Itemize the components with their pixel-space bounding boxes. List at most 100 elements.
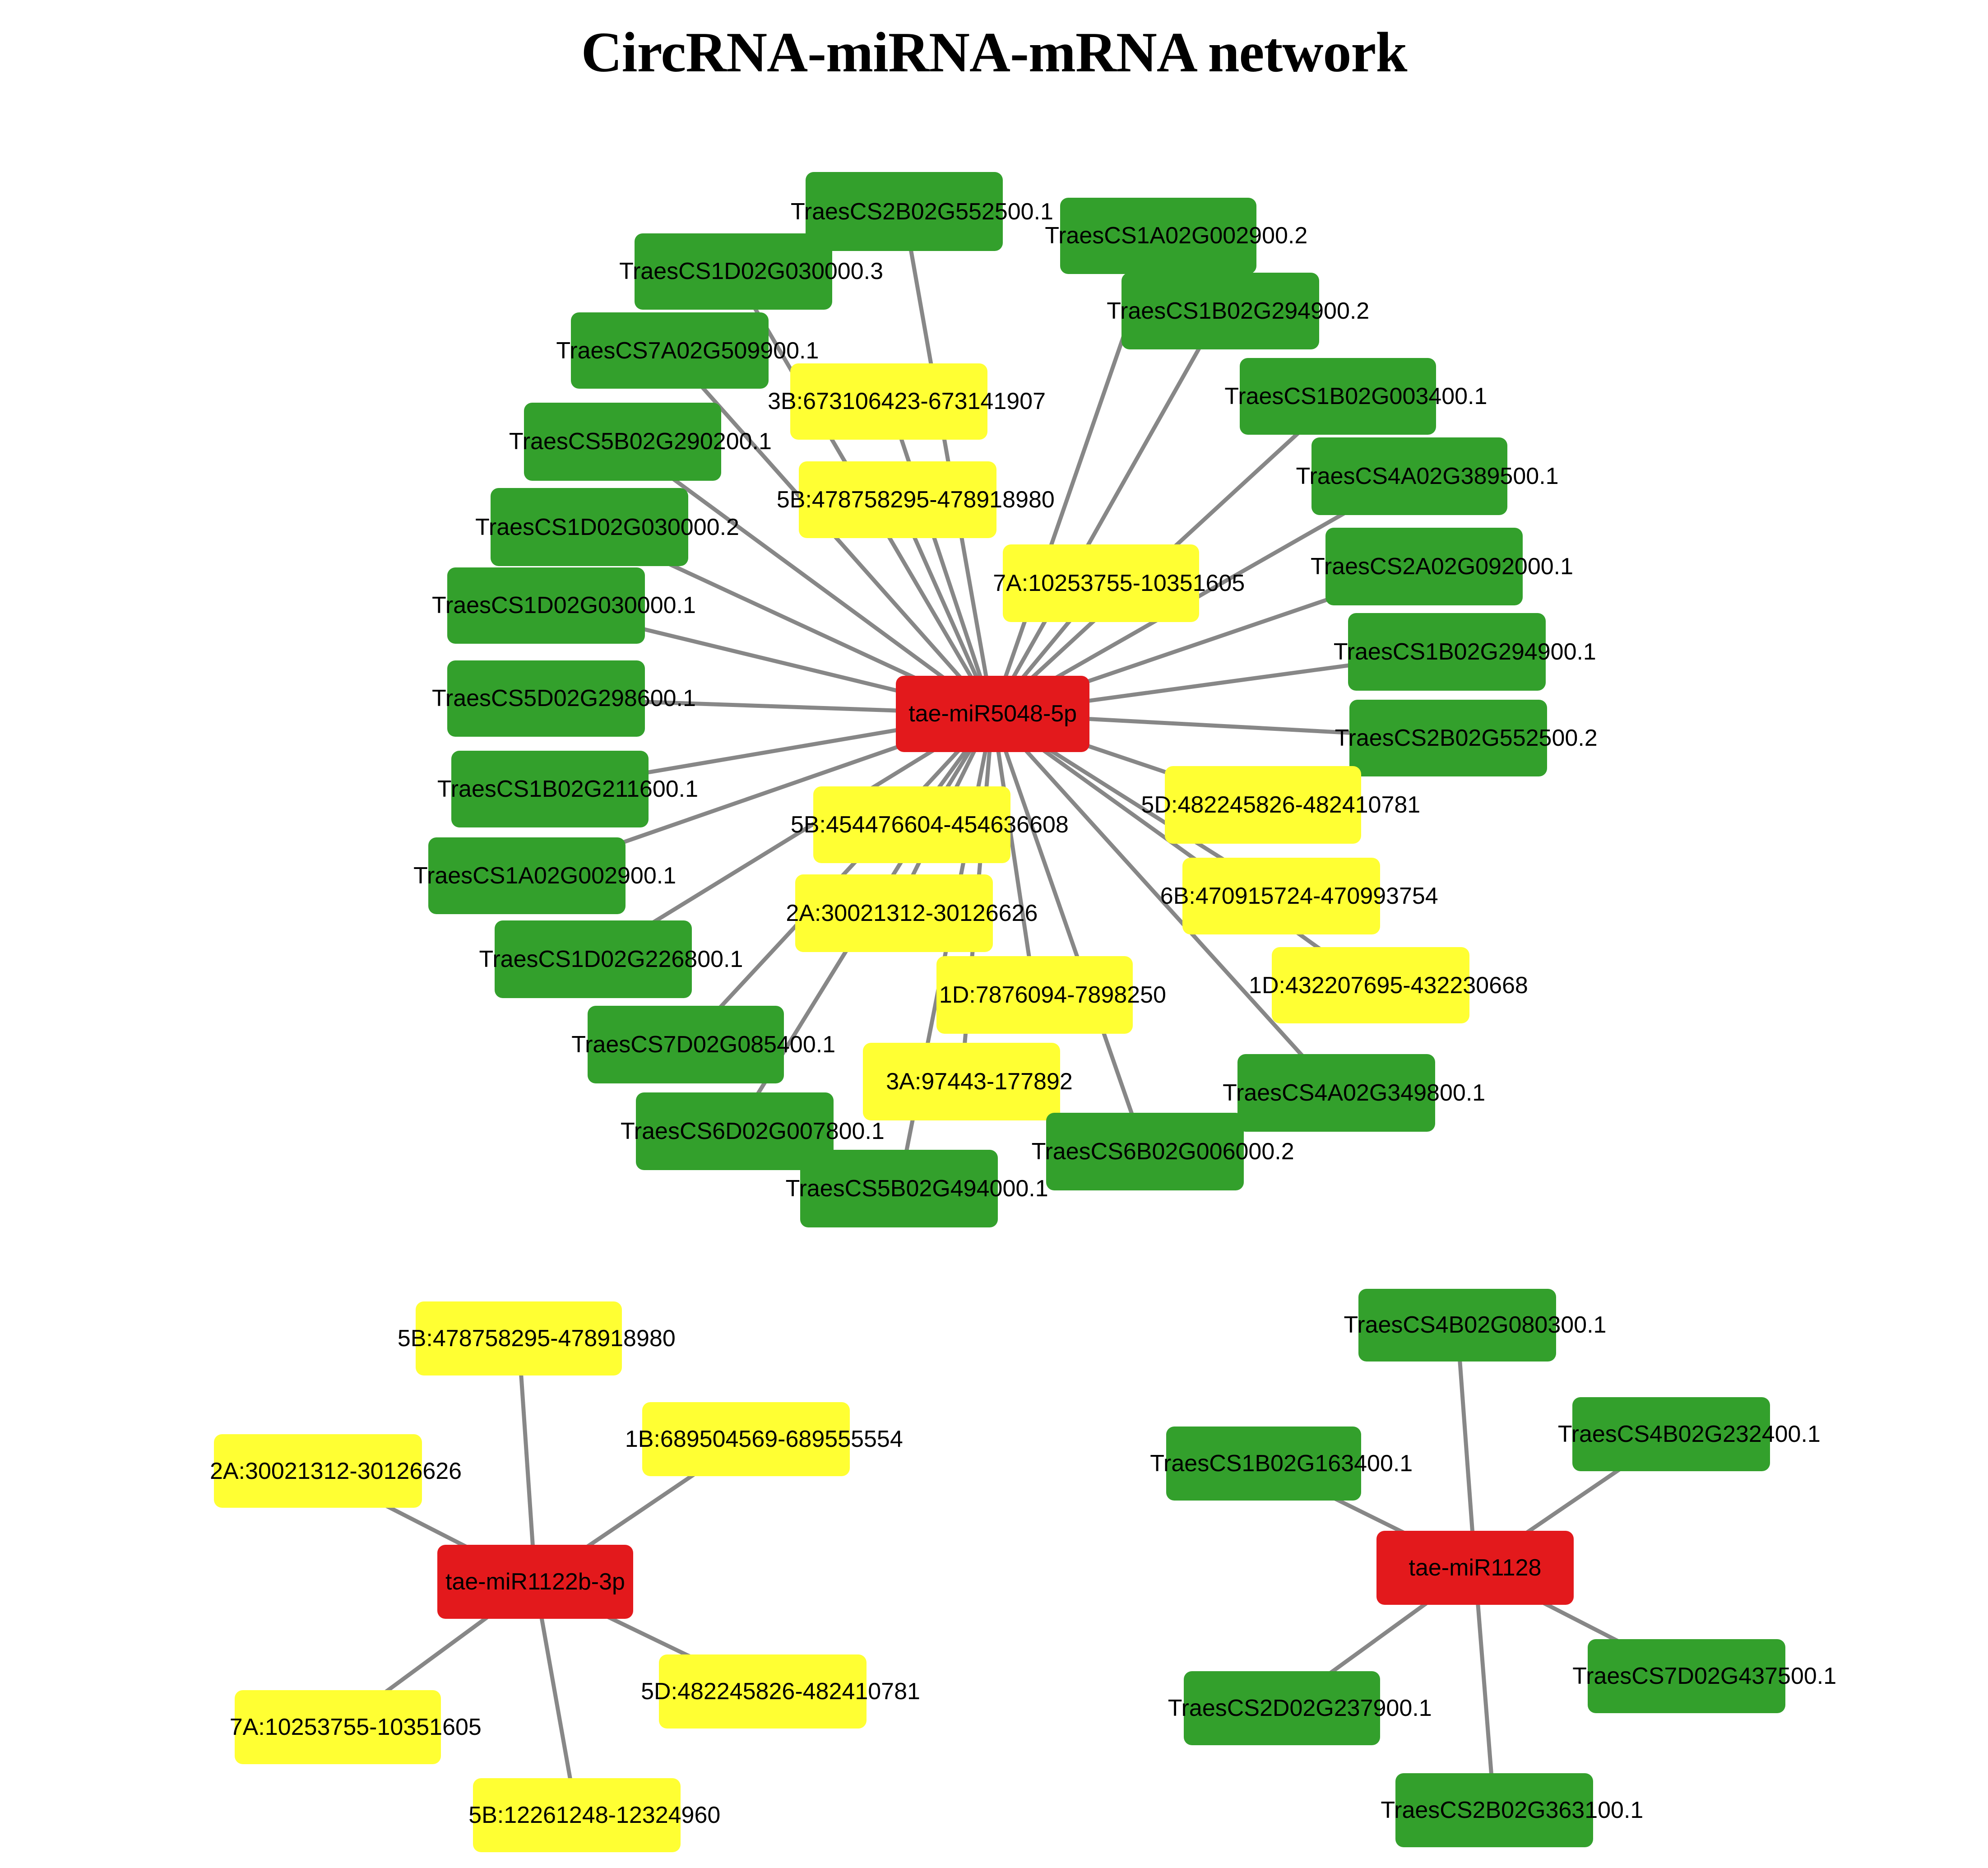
node-label: TraesCS4B02G232400.1: [1557, 1421, 1821, 1447]
node-label: 1D:7876094-7898250: [939, 981, 1166, 1008]
mrna-node-traescs4a02g389500-1[interactable]: [1311, 437, 1508, 515]
node-label: TraesCS2B02G552500.1: [790, 198, 1053, 225]
node-label: TraesCS5B02G290200.1: [509, 428, 772, 455]
mrna-node-traescs1b02g294900-2[interactable]: [1121, 273, 1319, 349]
circrna-node-3a-97443-177892[interactable]: [862, 1042, 1061, 1121]
node-label: 1D:432207695-432230668: [1249, 972, 1528, 999]
node-label: 7A:10253755-10351605: [229, 1714, 482, 1741]
edge-tae-mir5048-5p-traescs4a02g349800-1: [991, 712, 1338, 1095]
mrna-node-traescs7d02g437500-1[interactable]: [1588, 1639, 1786, 1714]
node-label: 2A:30021312-30126626: [210, 1458, 462, 1484]
mrna-node-traescs4a02g349800-1[interactable]: [1237, 1054, 1435, 1132]
mirna-hub-node-tae-mir1128[interactable]: [1376, 1531, 1574, 1605]
mrna-node-traescs1b02g003400-1[interactable]: [1240, 358, 1437, 435]
node-label: 5B:12261248-12324960: [468, 1802, 721, 1828]
node-label: TraesCS7D02G085400.1: [571, 1032, 836, 1058]
edge-tae-mir5048-5p-traescs4a02g389500-1: [992, 474, 1411, 716]
circrna-node-5b-454476604-454636608[interactable]: [813, 786, 1011, 863]
circrna-node-1d-432207695-432230668[interactable]: [1272, 947, 1469, 1024]
mrna-node-traescs1b02g294900-1[interactable]: [1348, 613, 1546, 691]
circrna-node-5b-12261248-12324960[interactable]: [473, 1778, 681, 1852]
page-title: CircRNA-miRNA-mRNA network: [581, 21, 1408, 84]
mrna-node-traescs1a02g002900-1[interactable]: [428, 837, 626, 914]
node-label: tae-miR5048-5p: [908, 701, 1077, 727]
node-label: 2A:30021312-30126626: [786, 900, 1038, 927]
node-label: TraesCS1B02G294900.2: [1107, 297, 1370, 324]
node-label: 3A:97443-177892: [886, 1068, 1073, 1095]
node-label: TraesCS4A02G349800.1: [1223, 1080, 1486, 1106]
mrna-node-traescs2d02g237900-1[interactable]: [1184, 1671, 1381, 1745]
node-label: TraesCS5D02G298600.1: [432, 685, 696, 712]
circrna-node-1b-689504569-689555554[interactable]: [642, 1402, 850, 1476]
edge-tae-mir5048-5p-traescs1d02g226800-1: [592, 712, 994, 961]
mrna-node-traescs2b02g363100-1[interactable]: [1395, 1773, 1593, 1847]
node-label: TraesCS2D02G237900.1: [1168, 1695, 1432, 1721]
node-label: TraesCS2B02G363100.1: [1381, 1797, 1644, 1823]
mirna-hub-node-tae-mir1122b-3p[interactable]: [437, 1545, 634, 1619]
circrna-node-1d-7876094-7898250[interactable]: [936, 956, 1133, 1034]
circrna-node-5b-478758295-478918980[interactable]: [799, 461, 997, 538]
mrna-node-traescs7d02g085400-1[interactable]: [587, 1005, 784, 1084]
circrna-node-5d-482245826-482410781[interactable]: [658, 1654, 867, 1729]
circrna-node-6b-470915724-470993754[interactable]: [1182, 858, 1381, 934]
mrna-node-traescs5d02g298600-1[interactable]: [447, 660, 645, 737]
mrna-node-traescs5b02g494000-1[interactable]: [800, 1149, 998, 1228]
node-label: TraesCS1A02G002900.2: [1045, 223, 1308, 249]
mrna-node-traescs6b02g006000-2[interactable]: [1046, 1113, 1244, 1191]
node-label: TraesCS1B02G211600.1: [437, 776, 699, 802]
node-label: TraesCS1D02G030000.2: [475, 514, 739, 540]
mrna-node-traescs7a02g509900-1[interactable]: [571, 312, 769, 389]
circrna-node-7a-10253755-10351605[interactable]: [1003, 544, 1200, 622]
node-label: TraesCS4A02G389500.1: [1296, 463, 1559, 489]
edge-tae-mir5048-5p-1d-432207695-432230668: [992, 712, 1372, 987]
mrna-node-traescs4b02g232400-1[interactable]: [1572, 1397, 1770, 1471]
node-label: 5D:482245826-482410781: [1141, 792, 1421, 818]
mrna-node-traescs1b02g211600-1[interactable]: [451, 751, 649, 827]
node-label: 7A:10253755-10351605: [993, 570, 1245, 596]
node-label: 5B:454476604-454636608: [790, 811, 1069, 838]
node-label: 5D:482245826-482410781: [641, 1678, 920, 1705]
node-label: TraesCS6B02G006000.2: [1031, 1138, 1294, 1165]
edge-tae-mir5048-5p-3b-673106423-673141907: [887, 401, 995, 715]
node-label: TraesCS1B02G163400.1: [1150, 1450, 1413, 1477]
edge-tae-mir1122b-3p-5b-478758295-478918980: [516, 1338, 538, 1582]
edge-tae-mir1122b-3p-5b-12261248-12324960: [533, 1581, 579, 1816]
node-label: TraesCS6D02G007800.1: [620, 1118, 885, 1145]
edge-tae-mir1128-traescs2b02g363100-1: [1473, 1567, 1497, 1811]
node-label: TraesCS7D02G437500.1: [1572, 1663, 1837, 1690]
mrna-node-traescs5b02g290200-1[interactable]: [524, 403, 722, 481]
node-label: TraesCS4B02G080300.1: [1344, 1312, 1607, 1338]
node-label: tae-miR1122b-3p: [445, 1569, 625, 1595]
mrna-node-traescs1d02g030000-3[interactable]: [635, 233, 832, 310]
circrna-node-3b-673106423-673141907[interactable]: [790, 363, 988, 440]
node-label: 1B:689504569-689555554: [625, 1426, 903, 1452]
edge-tae-mir5048-5p-traescs6b02g006000-2: [991, 713, 1147, 1152]
mrna-node-traescs1d02g226800-1[interactable]: [494, 920, 692, 998]
mrna-node-traescs4b02g080300-1[interactable]: [1358, 1288, 1556, 1362]
circrna-node-5d-482245826-482410781[interactable]: [1164, 766, 1361, 844]
node-label: TraesCS1D02G030000.1: [432, 592, 696, 619]
node-label: tae-miR1128: [1409, 1555, 1542, 1581]
node-label: TraesCS1B02G003400.1: [1224, 383, 1488, 410]
mrna-node-traescs1d02g030000-2[interactable]: [491, 488, 688, 566]
circrna-node-2a-30021312-30126626[interactable]: [214, 1434, 422, 1508]
node-label: 6B:470915724-470993754: [1160, 883, 1438, 910]
node-label: TraesCS2A02G092000.1: [1311, 553, 1574, 580]
node-label: TraesCS1A02G002900.1: [413, 862, 677, 889]
node-label: 3B:673106423-673141907: [768, 388, 1046, 415]
circrna-node-7a-10253755-10351605[interactable]: [234, 1690, 441, 1765]
node-label: TraesCS5B02G494000.1: [785, 1176, 1048, 1202]
mrna-node-traescs1a02g002900-2[interactable]: [1060, 197, 1257, 274]
mrna-node-traescs2b02g552500-2[interactable]: [1349, 700, 1547, 776]
mrna-node-traescs2a02g092000-1[interactable]: [1325, 528, 1523, 606]
circrna-node-2a-30021312-30126626[interactable]: [795, 874, 993, 953]
mrna-node-traescs2b02g552500-1[interactable]: [805, 172, 1003, 251]
node-label: 5B:478758295-478918980: [776, 486, 1055, 513]
node-label: 5B:478758295-478918980: [397, 1325, 676, 1352]
mirna-hub-node-tae-mir5048-5p[interactable]: [896, 675, 1090, 752]
circrna-node-5b-478758295-478918980[interactable]: [415, 1301, 622, 1375]
node-label: TraesCS1D02G226800.1: [479, 946, 743, 972]
mrna-node-traescs1d02g030000-1[interactable]: [447, 567, 645, 644]
mrna-node-traescs1b02g163400-1[interactable]: [1166, 1426, 1361, 1501]
